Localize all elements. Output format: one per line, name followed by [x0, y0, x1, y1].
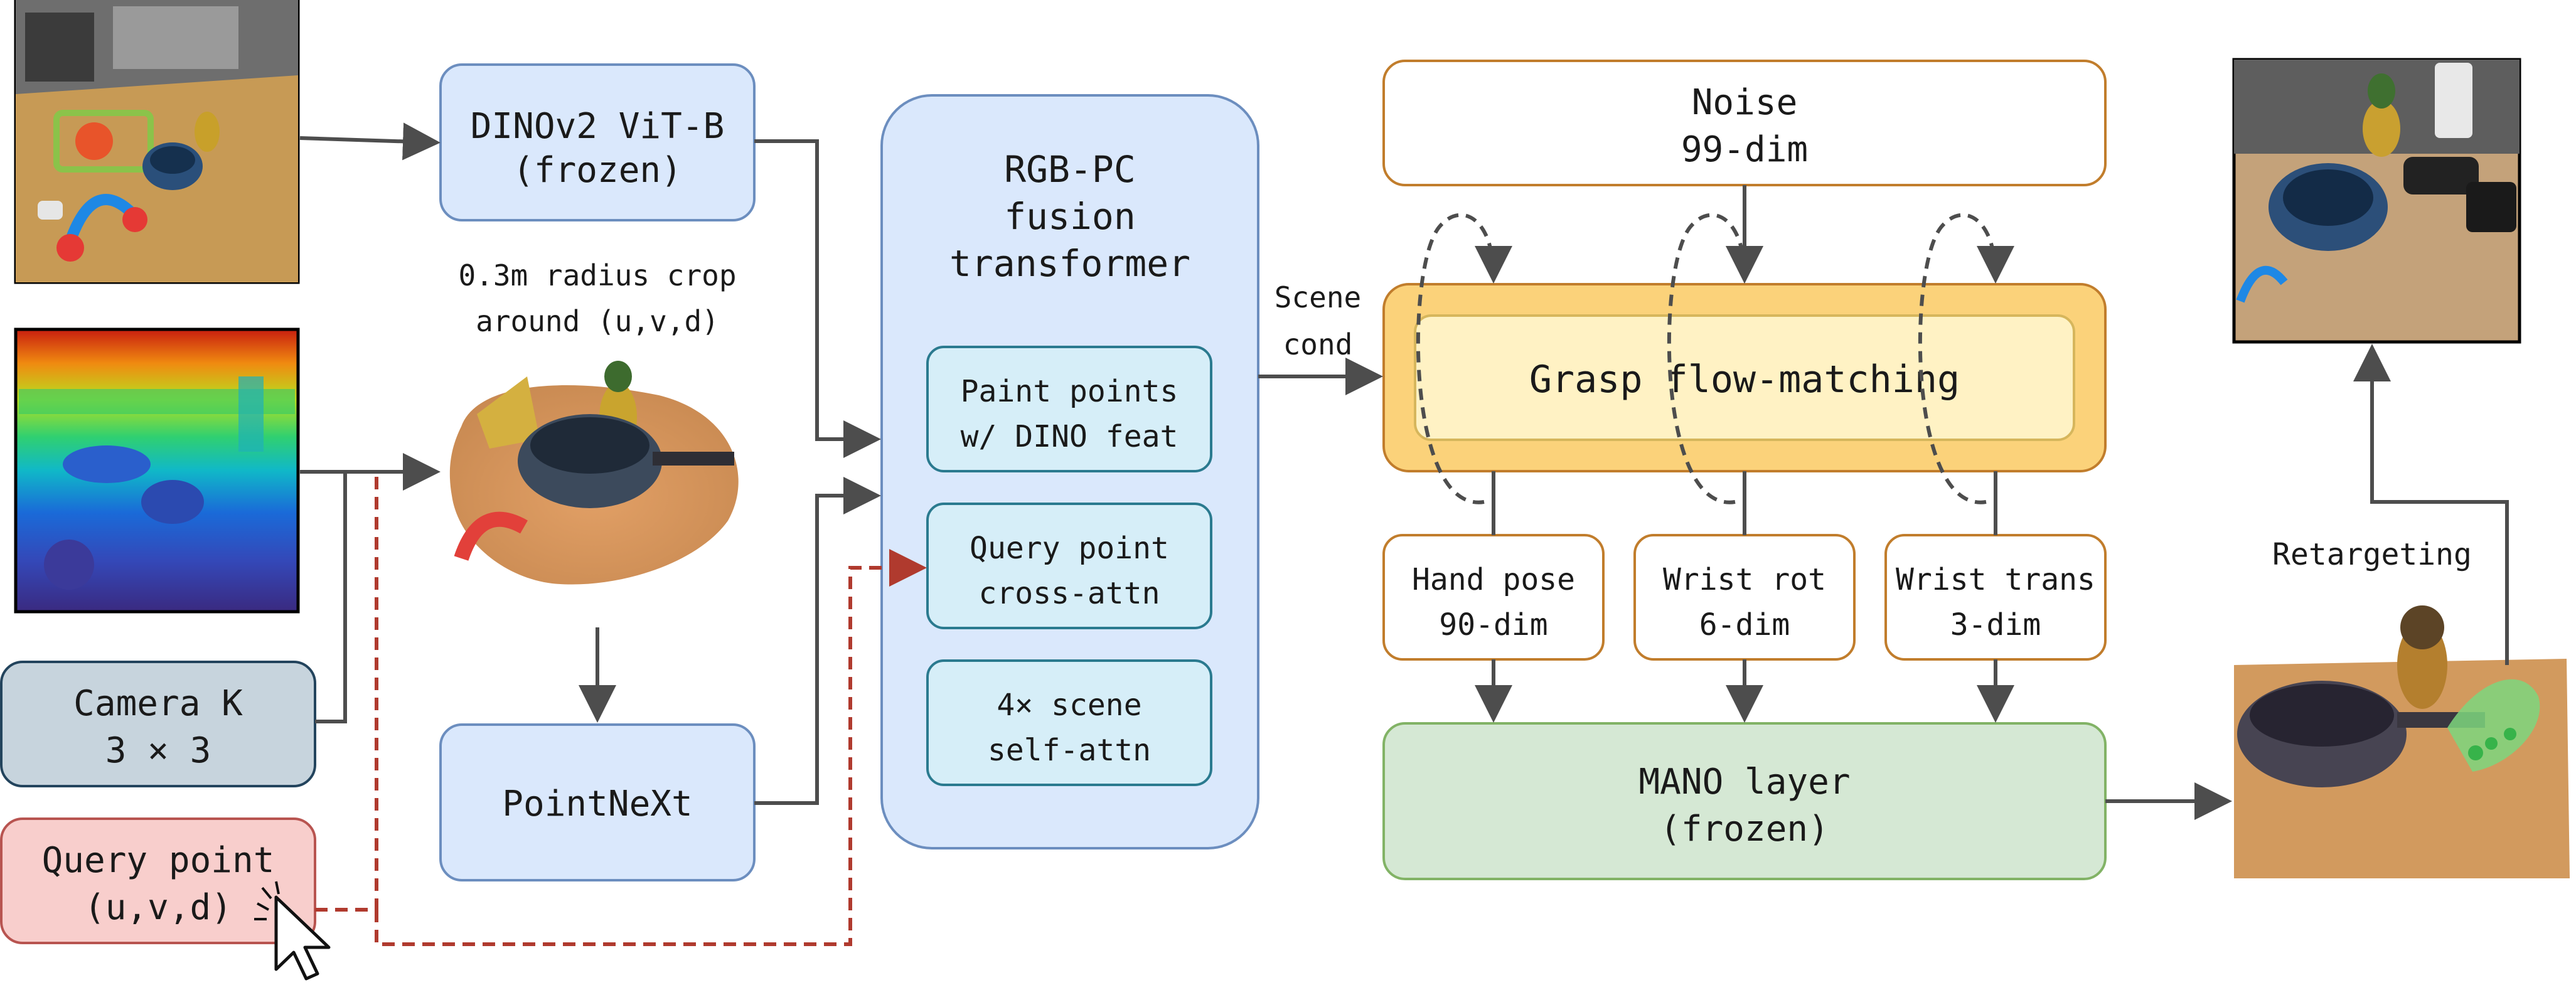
cross-attn-line2: cross-attn — [979, 576, 1160, 611]
query-point-line2: (u,v,d) — [84, 887, 232, 928]
fusion-title-line1: RGB-PC — [1004, 148, 1136, 191]
fusion-title-line3: transformer — [949, 242, 1190, 285]
noise-box: Noise 99-dim — [1382, 60, 2107, 186]
hand-pose-line2: 90-dim — [1439, 607, 1547, 642]
query-point-box: Query point (u,v,d) — [0, 817, 316, 944]
flow-iteration-loops — [1416, 213, 2014, 504]
rgb-scene-photo — [14, 0, 300, 284]
camera-k-line2: 3 × 3 — [105, 730, 211, 771]
camera-k-box: Camera K 3 × 3 — [0, 661, 316, 787]
pointnext-label: PointNeXt — [502, 784, 692, 824]
hand-mesh-render — [2234, 605, 2570, 878]
self-attn-line2: self-attn — [988, 733, 1151, 768]
crop-label-line1: 0.3m radius crop — [458, 258, 736, 292]
wrist-rot-line2: 6-dim — [1699, 607, 1790, 642]
arrow-dino-to-fusion — [754, 139, 881, 458]
mano-layer-box: MANO layer (frozen) — [1382, 722, 2107, 880]
scene-cond-line1: Scene — [1275, 280, 1361, 314]
arrow-retargeting — [2353, 344, 2509, 665]
query-point-line1: Query point — [42, 840, 275, 881]
wrist-rot-box: Wrist rot 6-dim — [1633, 534, 1856, 661]
line-camera-to-crop — [315, 472, 347, 723]
wrist-trans-line1: Wrist trans — [1896, 562, 2095, 597]
pointnext-box: PointNeXt — [439, 723, 756, 881]
depth-map-image — [14, 327, 300, 614]
self-attn-line1: 4× scene — [997, 688, 1141, 723]
dinov2-line1: DINOv2 ViT-B — [471, 106, 725, 147]
noise-line1: Noise — [1692, 82, 1798, 123]
scene-cond-line2: cond — [1283, 327, 1353, 361]
mouse-cursor-icon — [254, 881, 331, 981]
camera-k-line1: Camera K — [73, 683, 243, 724]
grasp-flow-matching-box: Grasp flow-matching — [1382, 283, 2107, 472]
query-point-paths — [315, 472, 927, 946]
loop-wrist-trans — [1918, 213, 2014, 504]
robot-grasp-photo — [2232, 58, 2521, 344]
paint-points-line1: Paint points — [961, 374, 1178, 409]
fusion-transformer-box: RGB-PC fusion transformer Paint points w… — [880, 94, 1259, 849]
cross-attn-box: Query point cross-attn — [926, 503, 1212, 629]
dashed-query-to-cross-attn — [375, 549, 927, 946]
wrist-rot-line1: Wrist rot — [1663, 562, 1826, 597]
cross-attn-line1: Query point — [970, 531, 1169, 566]
arrow-rgb-to-dino — [299, 122, 441, 161]
cropped-point-cloud — [449, 361, 739, 585]
paint-points-box: Paint points w/ DINO feat — [926, 346, 1212, 472]
grasp-flow-label: Grasp flow-matching — [1529, 358, 1960, 402]
connectors — [299, 122, 2509, 820]
mano-line2: (frozen) — [1660, 809, 1829, 849]
dinov2-line2: (frozen) — [513, 150, 682, 191]
mano-line1: MANO layer — [1638, 762, 1850, 802]
loop-wrist-rot — [1667, 213, 1763, 504]
wrist-trans-box: Wrist trans 3-dim — [1884, 534, 2107, 661]
noise-line2: 99-dim — [1681, 129, 1808, 170]
crop-label-line2: around (u,v,d) — [476, 304, 719, 338]
dinov2-box: DINOv2 ViT-B (frozen) — [439, 63, 756, 221]
self-attn-box: 4× scene self-attn — [926, 659, 1212, 786]
paint-points-line2: w/ DINO feat — [961, 419, 1178, 454]
loop-hand-pose — [1416, 213, 1512, 504]
retargeting-label: Retargeting — [2272, 537, 2472, 572]
arrow-pointnext-to-fusion — [754, 477, 881, 805]
wrist-trans-line2: 3-dim — [1950, 607, 2041, 642]
hand-pose-line1: Hand pose — [1412, 562, 1575, 597]
fusion-title-line2: fusion — [1004, 195, 1136, 238]
hand-pose-box: Hand pose 90-dim — [1382, 534, 1605, 661]
